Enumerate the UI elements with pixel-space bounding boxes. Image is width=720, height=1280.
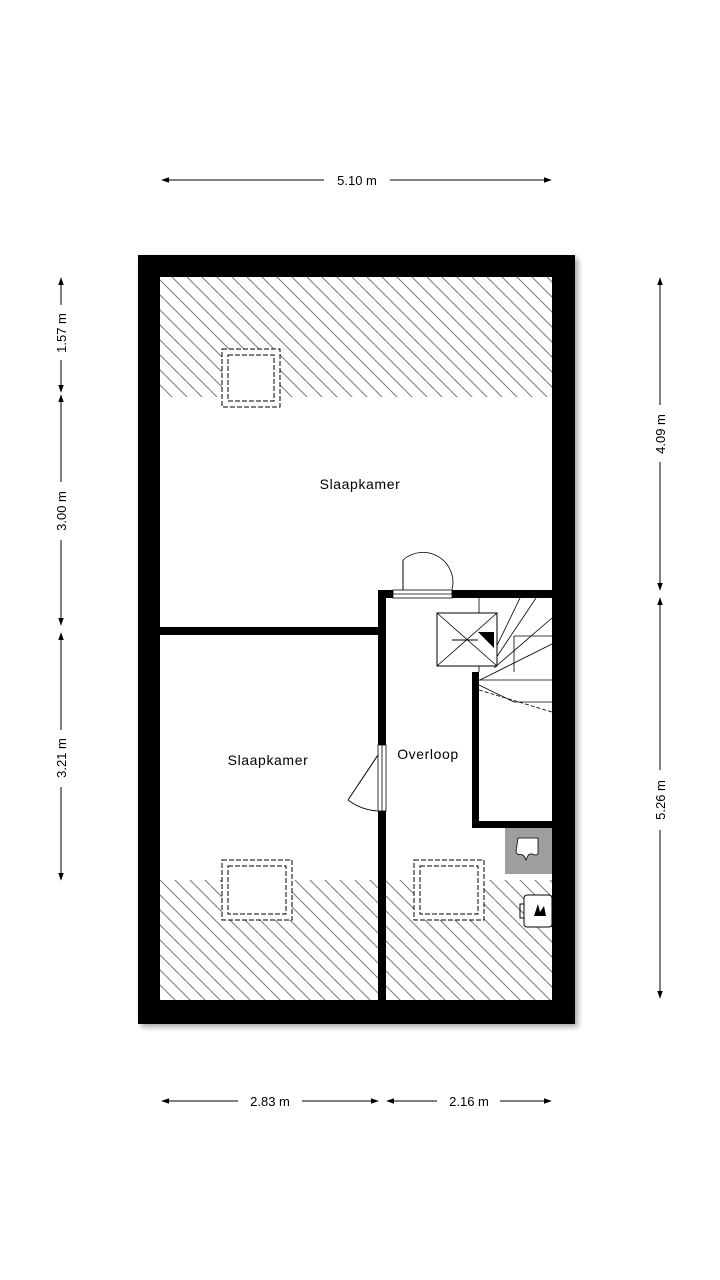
dimension-top-width: 5.10 m — [337, 173, 377, 188]
room-label-landing: Overloop — [397, 746, 459, 762]
door-icon — [347, 744, 387, 812]
dimension-bottom-left: 2.83 m — [250, 1094, 290, 1109]
dimension-left-middle: 3.00 m — [54, 491, 69, 531]
dimension-lines — [58, 177, 663, 1104]
dimension-bottom-right: 2.16 m — [449, 1094, 489, 1109]
room-label-bedroom-bottom: Slaapkamer — [228, 752, 309, 768]
dimension-left-bottom: 3.21 m — [54, 738, 69, 778]
dimension-left-top: 1.57 m — [54, 313, 69, 353]
skylight-icon — [221, 859, 293, 921]
boiler-icon — [505, 828, 552, 874]
hatched-zone-top — [160, 277, 552, 397]
stairs-icon — [436, 597, 553, 713]
dimension-right-bottom: 5.26 m — [653, 780, 668, 820]
skylight-icon — [413, 859, 485, 921]
water-heater-icon — [519, 894, 553, 928]
room-label-bedroom-top: Slaapkamer — [320, 476, 401, 492]
dimension-right-top: 4.09 m — [653, 414, 668, 454]
door-icon — [392, 551, 454, 599]
skylight-icon — [221, 348, 281, 408]
